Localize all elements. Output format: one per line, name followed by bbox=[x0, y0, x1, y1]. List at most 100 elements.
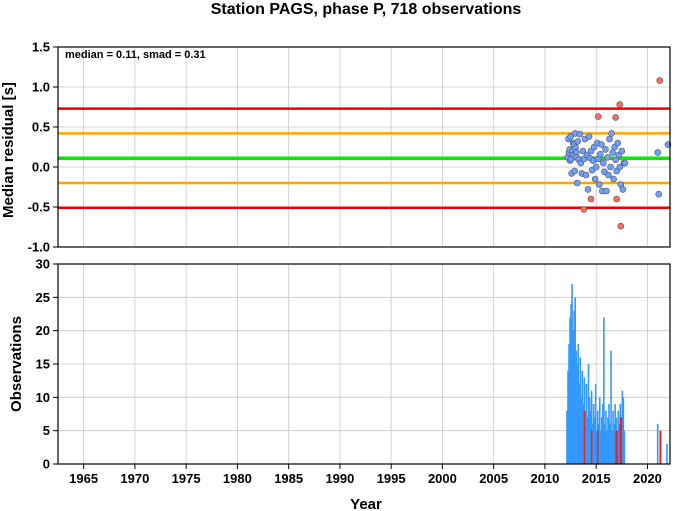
residual-point bbox=[584, 186, 592, 193]
residual-point bbox=[598, 141, 605, 148]
observation-bar bbox=[595, 430, 598, 464]
observation-bar bbox=[580, 397, 583, 464]
residual-point bbox=[571, 167, 578, 175]
observation-bar bbox=[582, 404, 585, 464]
observation-bar bbox=[609, 424, 611, 464]
outlier-bar bbox=[659, 430, 662, 464]
observation-bar bbox=[587, 364, 590, 464]
observation-bar bbox=[613, 424, 615, 464]
observation-bar bbox=[569, 317, 571, 464]
observation-bar bbox=[618, 424, 621, 464]
observation-bar bbox=[575, 350, 578, 464]
observation-bar bbox=[622, 397, 625, 464]
residual-point bbox=[592, 163, 600, 171]
outlier-bar bbox=[620, 417, 623, 464]
residual-panel: 1.51.00.50.0-0.5-1.0 median = 0.11, smad… bbox=[0, 40, 672, 255]
y-tick-label: 1.0 bbox=[32, 80, 50, 95]
y-tick-label: 1.5 bbox=[32, 40, 50, 55]
observation-bar bbox=[621, 390, 624, 464]
x-tick-label: 1995 bbox=[377, 471, 406, 486]
observation-bar bbox=[586, 417, 589, 464]
x-tick-label: 1990 bbox=[325, 471, 354, 486]
x-tick-label: 2005 bbox=[479, 471, 508, 486]
residual-points bbox=[564, 77, 672, 230]
outlier-point bbox=[587, 195, 595, 203]
observation-bar bbox=[612, 410, 614, 464]
outlier-point bbox=[656, 77, 664, 84]
observation-bar bbox=[610, 350, 612, 464]
observation-bar bbox=[606, 430, 608, 464]
y-tick-label: 20 bbox=[36, 323, 50, 338]
outlier-bar bbox=[615, 430, 617, 464]
residual-point bbox=[579, 147, 587, 155]
residual-point bbox=[591, 175, 599, 183]
residual-point bbox=[621, 159, 629, 167]
outlier-point bbox=[617, 222, 625, 230]
observation-bar bbox=[623, 430, 626, 464]
outlier-point bbox=[580, 206, 588, 213]
y-tick-label: 25 bbox=[36, 290, 50, 305]
observation-bar bbox=[567, 370, 569, 464]
observation-bar bbox=[617, 410, 620, 464]
observations-y-label: Observations bbox=[8, 316, 25, 412]
x-tick-label: 1970 bbox=[120, 471, 149, 486]
residual-point bbox=[607, 163, 614, 171]
observation-bar bbox=[566, 410, 568, 464]
x-tick-label: 1975 bbox=[172, 471, 201, 486]
y-tick-label: 0 bbox=[43, 457, 50, 472]
residual-point bbox=[605, 171, 612, 179]
observation-bar bbox=[611, 430, 613, 464]
x-tick-label: 2000 bbox=[428, 471, 457, 486]
y-tick-label: -1.0 bbox=[28, 240, 50, 255]
x-tick-label: 1980 bbox=[223, 471, 252, 486]
residual-point bbox=[610, 175, 617, 183]
residual-point bbox=[619, 186, 627, 193]
residual-point bbox=[602, 146, 609, 153]
observation-bar bbox=[598, 397, 601, 464]
residual-point bbox=[616, 163, 624, 171]
observation-bar bbox=[605, 410, 607, 464]
residual-point bbox=[600, 159, 607, 167]
residual-point bbox=[576, 130, 584, 138]
observation-bar bbox=[574, 297, 576, 464]
observation-bar bbox=[656, 424, 659, 464]
residual-point bbox=[596, 150, 604, 158]
y-tick-label: 10 bbox=[36, 390, 50, 405]
x-tick-label: 2015 bbox=[582, 471, 611, 486]
residual-point bbox=[655, 190, 663, 198]
observation-bar bbox=[607, 417, 609, 464]
observation-bar bbox=[570, 304, 572, 464]
observation-bar bbox=[594, 384, 597, 464]
observation-bar bbox=[591, 424, 594, 464]
outlier-point bbox=[616, 101, 624, 108]
residual-y-label: Median residual [s] bbox=[0, 82, 17, 218]
residual-point bbox=[573, 179, 581, 187]
y-tick-label: 0.0 bbox=[32, 160, 50, 175]
observation-bar bbox=[584, 410, 587, 464]
observation-bar bbox=[590, 390, 593, 464]
observation-bars bbox=[566, 284, 668, 464]
observation-bar bbox=[577, 344, 580, 464]
outlier-point bbox=[594, 113, 602, 120]
outlier-bar bbox=[596, 430, 599, 464]
residual-point bbox=[609, 149, 616, 156]
residual-y-ticks: 1.51.00.50.0-0.5-1.0 bbox=[28, 40, 58, 255]
y-tick-label: -0.5 bbox=[28, 200, 50, 215]
x-tick-label: 2020 bbox=[633, 471, 662, 486]
observation-bar bbox=[601, 417, 603, 464]
observation-bar bbox=[589, 410, 592, 464]
outlier-bar bbox=[616, 430, 619, 464]
residual-frame bbox=[57, 46, 671, 248]
observation-bar bbox=[614, 404, 616, 464]
y-tick-label: 15 bbox=[36, 357, 50, 372]
observation-bar bbox=[571, 284, 573, 464]
outlier-bar bbox=[619, 417, 622, 464]
residual-point bbox=[595, 181, 603, 188]
residual-point bbox=[574, 138, 582, 145]
outlier-point bbox=[612, 114, 619, 121]
observation-bar bbox=[581, 370, 584, 464]
